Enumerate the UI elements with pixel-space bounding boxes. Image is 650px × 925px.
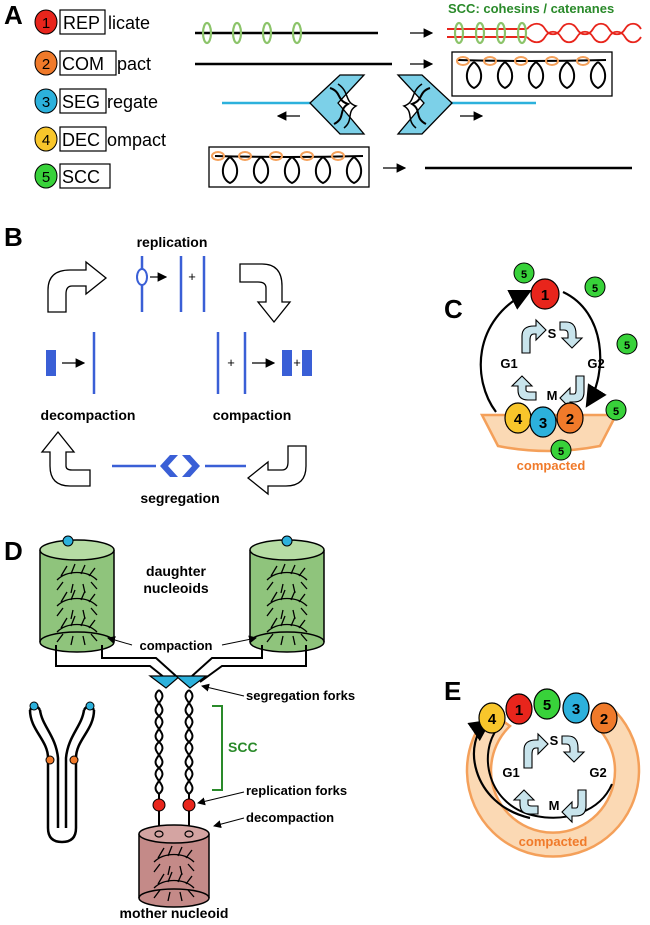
e-phase-m: M [549,798,560,813]
e-phase-s: S [550,733,559,748]
scc-header: SCC: cohesins / catenanes [448,1,614,16]
step-5: 5 SCC [34,163,111,189]
e-phase-g1: G1 [502,765,519,780]
step-3-number: 3 [42,94,50,111]
step-5-number: 5 [42,169,50,186]
d-decompaction-label: decompaction [246,810,334,825]
step-2-boxed-text: COM [62,54,104,74]
e-phase-g2: G2 [589,765,606,780]
e-step-2: 2 [600,711,608,728]
step-2: 2 COM pact [34,50,151,76]
c-scc-marker-4: 5 [613,406,619,418]
c-phase-m: M [547,388,558,403]
segregation-label: segregation [140,490,219,506]
step-1-rest-text: licate [108,13,150,33]
c-step-4: 4 [514,411,523,428]
segregate-row [222,74,536,135]
c-phase-s: S [548,326,557,341]
mother-nucleoid-label: mother nucleoid [120,905,229,921]
step-3-boxed-text: SEG [62,92,100,112]
compaction-label: compaction [213,407,292,423]
daughter-nucleoid-left [39,535,115,653]
step-1-boxed-text: REP [63,13,100,33]
step-5-boxed-text: SCC [62,167,100,187]
e-step-5: 5 [543,697,551,714]
cycle-arrow-top-left [47,260,108,313]
step-4-boxed-text: DEC [62,130,100,150]
panel-d: D daughter nucleoids compactio [4,535,355,921]
c-step-2: 2 [566,411,574,428]
c-step-1: 1 [541,287,549,304]
c-scc-marker-3: 5 [624,340,630,352]
c-phase-g1: G1 [500,356,517,371]
replication-label: replication [137,234,208,250]
d-compaction-label: compaction [140,638,213,653]
daughter-nucleoid-right [249,535,325,653]
segregation-forks-label: segregation forks [246,688,355,703]
c-scc-marker-5: 5 [558,446,564,458]
e-compacted-label: compacted [519,834,588,849]
step-3-rest-text: regate [107,92,158,112]
c-phase-g2: G2 [587,356,604,371]
panel-a: A 1 REP licate 2 COM pact 3 SEG [4,0,642,189]
panel-b: B replication + + + compaction decompact… [4,222,312,506]
panel-e: E compacted S G1 G2 M 4 1 5 3 2 [444,676,641,858]
cycle-arrow-top-right [239,263,292,324]
compact-row [195,51,613,97]
compaction-plus-left: + [227,355,235,370]
decompact-row [208,146,632,188]
panel-c-letter: C [444,294,463,324]
d-scc-label: SCC [228,739,258,755]
decompaction-label: decompaction [41,407,136,423]
theta-schematic [28,701,96,844]
daughter-label: daughter [146,563,206,579]
compacted-label: compacted [517,458,586,473]
panel-c: C compacted S G1 G2 M 1 4 3 2 5 5 5 [444,262,638,473]
step-4: 4 DEC ompact [34,126,166,152]
e-compacted-region [465,710,641,858]
replicate-row: SCC: cohesins / catenanes [195,1,642,45]
step-4-number: 4 [42,132,50,149]
e-step-1: 1 [515,702,523,719]
compaction-plus-right: + [293,355,301,370]
step-1-number: 1 [42,15,50,32]
cycle-arrow-bottom-right [246,445,307,496]
replication-forks-label: replication forks [246,783,347,798]
cycle-arrow-bottom-left [40,430,91,487]
panel-a-letter: A [4,0,23,30]
step-2-rest-text: pact [117,54,151,74]
c-scc-marker-2: 5 [592,283,598,295]
c-scc-marker-1: 5 [521,269,527,281]
step-4-rest-text: ompact [107,130,166,150]
step-list: 1 REP licate 2 COM pact 3 SEG regate [34,9,166,189]
step-1: 1 REP licate [34,9,150,35]
c-step-3: 3 [539,415,547,432]
panel-e-letter: E [444,676,461,706]
panel-b-letter: B [4,222,23,252]
e-step-4: 4 [488,711,497,728]
step-3: 3 SEG regate [34,88,158,114]
step-2-number: 2 [42,56,50,73]
c-scc-markers: 5 5 5 5 5 [513,262,638,461]
nucleoids-label: nucleoids [143,580,209,596]
panel-d-letter: D [4,536,23,566]
mother-nucleoid [138,824,210,908]
replication-plus: + [188,269,196,284]
e-step-3: 3 [572,701,580,718]
